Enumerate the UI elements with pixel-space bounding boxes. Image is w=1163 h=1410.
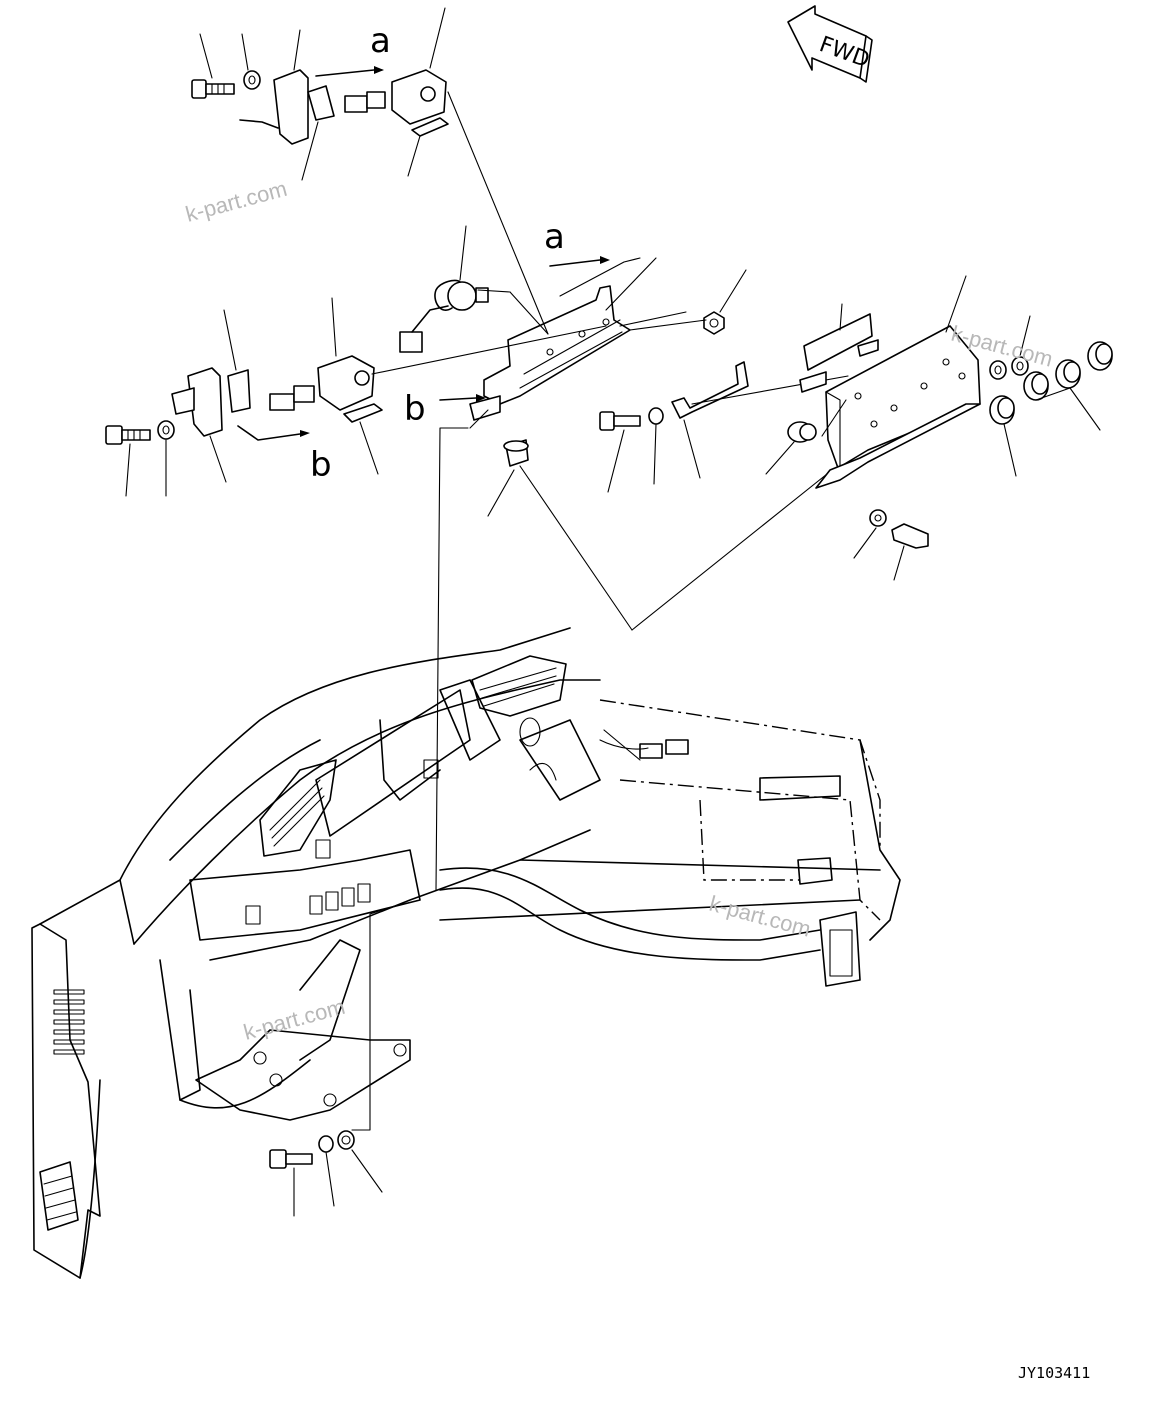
fwd-arrow: FWD (787, 5, 873, 83)
detail-a-label-top: a (370, 21, 391, 61)
vent-slots (53, 989, 85, 1055)
detail-b-left: b (105, 297, 383, 497)
switch-panel-right (765, 275, 1113, 581)
watermark-3: k-part.com (707, 891, 814, 942)
vent-right-louvers (479, 667, 557, 707)
detail-a-top: a (191, 7, 449, 181)
detail-a-label-middle: a (544, 217, 565, 257)
cab-console (31, 627, 901, 1279)
drawing-code: JY103411 (1018, 1364, 1090, 1382)
center-bracket: a b (371, 91, 833, 891)
watermark-1: k-part.com (183, 176, 290, 227)
hardware-middle (599, 361, 849, 493)
vent-left-louvers (269, 779, 325, 847)
lower-grille (39, 1161, 79, 1231)
detail-b-label-left: b (310, 445, 332, 485)
detail-b-label-middle: b (404, 389, 426, 429)
dash-switch-row (245, 839, 371, 925)
